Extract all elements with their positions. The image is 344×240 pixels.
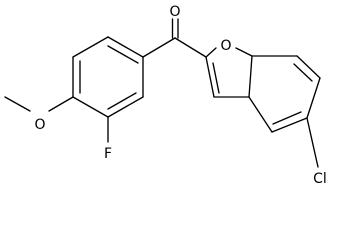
bond-c4-c3a (248, 96, 273, 133)
bond-c7-c6 (296, 55, 321, 79)
bond-o1-c7a (235, 47, 253, 57)
bond-phenyl-2-2-inner (107, 45, 139, 64)
bond-phenyl-5-6 (107, 96, 144, 118)
fluorine-label: F (104, 146, 112, 162)
bond-c7-c6-inner (293, 63, 313, 82)
methoxy-oxygen-label: O (34, 117, 45, 133)
bond-c5-c4 (271, 117, 308, 133)
bond-phenyl-2-3 (72, 36, 109, 58)
molecule-structure: O O Cl F O (4, 4, 327, 187)
bond-carbonyl-to-c2 (174, 37, 207, 58)
molecule-canvas: O O Cl F O (4, 4, 327, 187)
chlorine-label: Cl (313, 171, 327, 187)
bonds (4, 18, 321, 168)
carbonyl-oxygen-label: O (169, 4, 180, 20)
bond-phenyl-5-6-inner (107, 92, 137, 110)
bond-c2-o1 (205, 47, 217, 58)
bond-carbonyl-to-phenyl (142, 37, 176, 58)
bond-c5-c4-inner (272, 111, 302, 125)
atom-labels: O O Cl F O (34, 4, 326, 187)
bond-phenyl-1-2 (107, 36, 144, 58)
bond-c6-c5 (306, 77, 321, 119)
bond-c2-c3-inner (212, 62, 220, 94)
bond-c7a-c3a (248, 55, 253, 98)
bond-c-cl (306, 117, 319, 168)
bond-phenyl-4-5 (72, 96, 109, 118)
bond-o-ch3 (4, 96, 31, 112)
bond-c2-c3 (205, 56, 215, 98)
ring-oxygen-label: O (220, 38, 231, 54)
bond-c-ome (48, 96, 74, 112)
